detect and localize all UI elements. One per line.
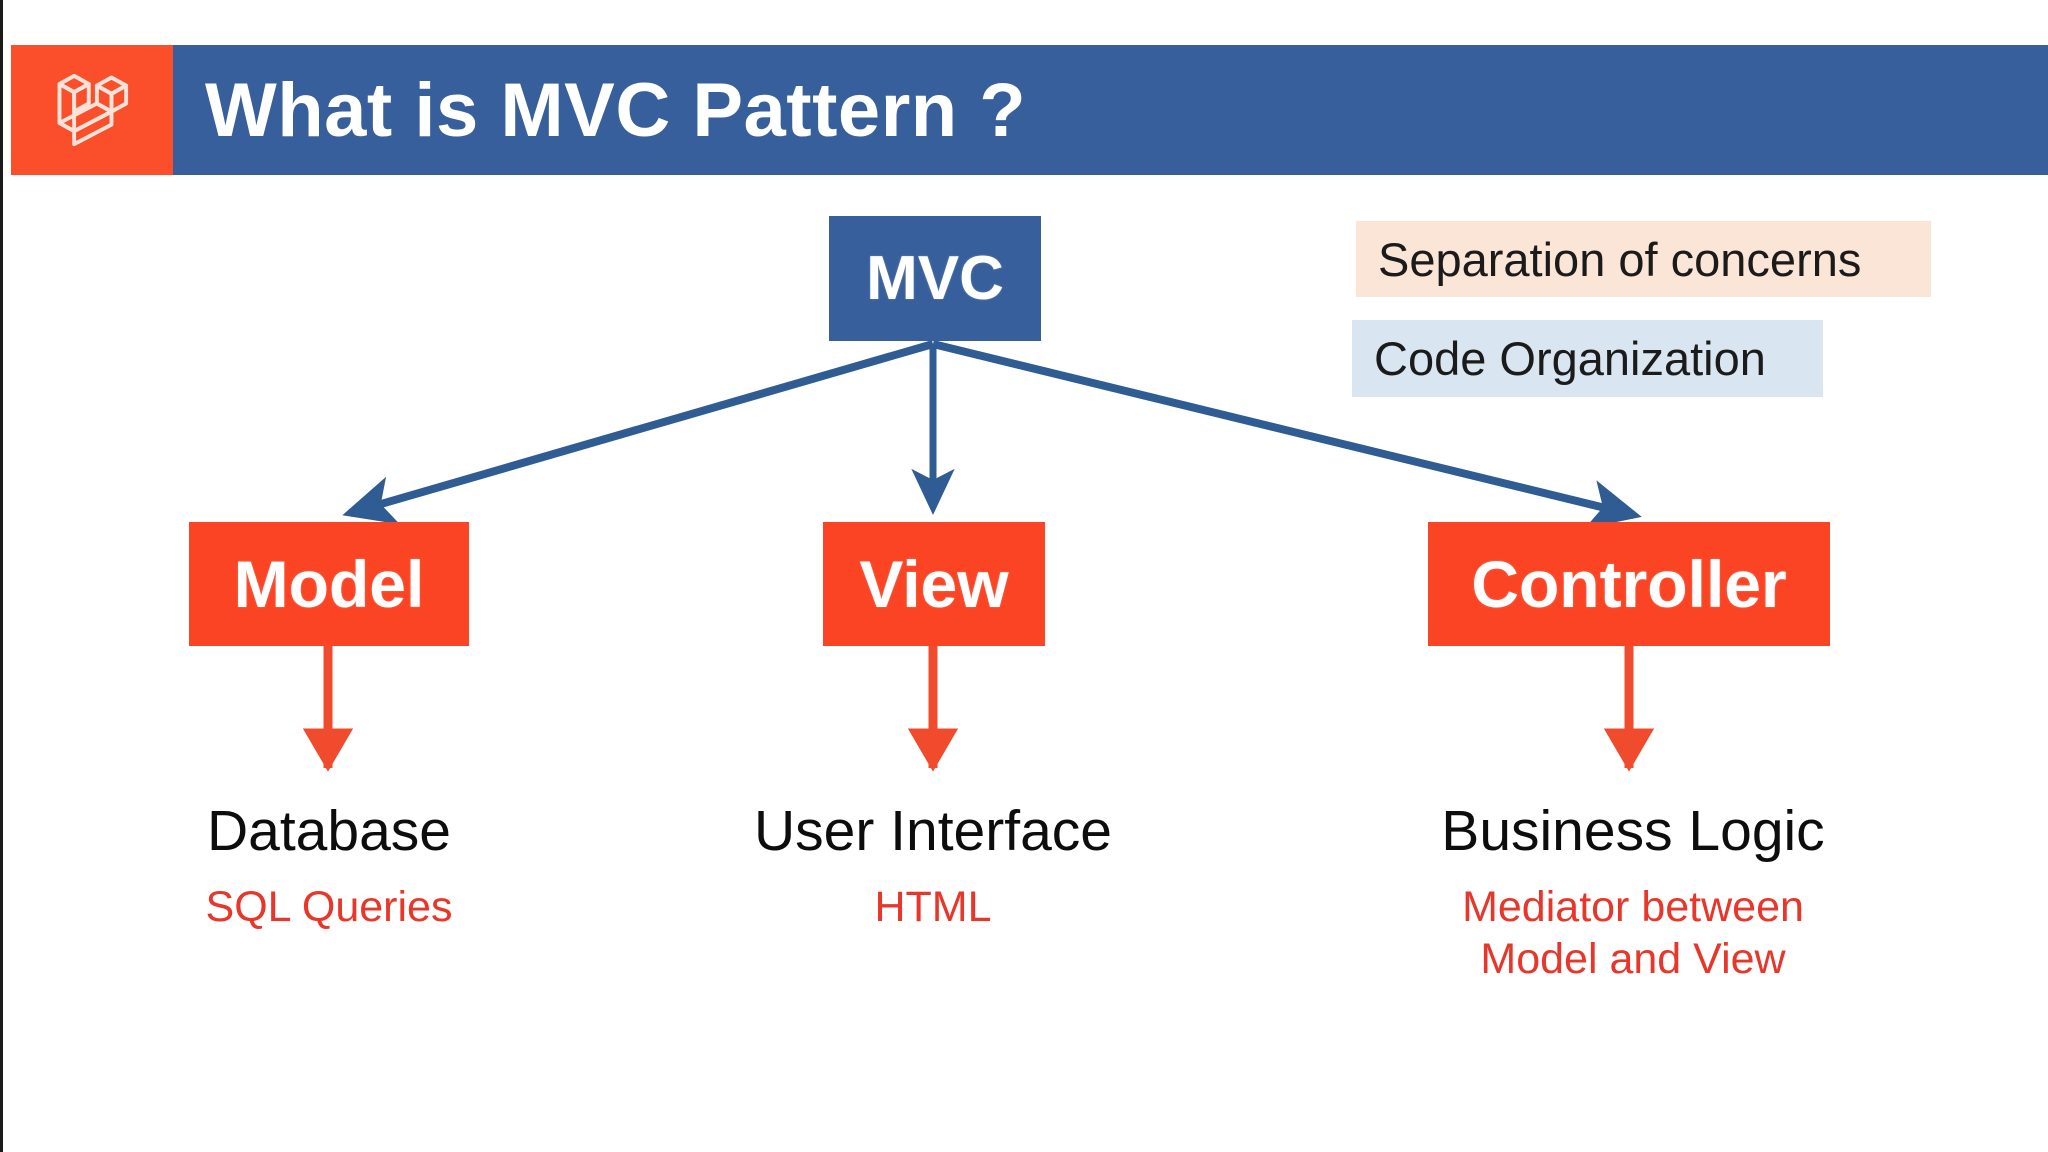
node-model[interactable]: Model (189, 522, 469, 646)
node-controller[interactable]: Controller (1428, 522, 1830, 646)
node-view[interactable]: View (823, 522, 1045, 646)
caption-controller-sub-line1: Mediator between (1462, 882, 1804, 931)
callout-code-organization: Code Organization (1352, 320, 1823, 397)
caption-model-main: Database (206, 799, 451, 863)
node-mvc[interactable]: MVC (829, 216, 1041, 341)
page-title: What is MVC Pattern ? (205, 67, 1027, 153)
caption-controller-sub: Mediator between Model and View (1398, 881, 1868, 986)
laravel-logo-tile (11, 45, 173, 175)
caption-group-controller: Business Logic Mediator between Model an… (1398, 800, 1868, 986)
caption-group-model: Database SQL Queries (99, 800, 559, 933)
header-banner: What is MVC Pattern ? (173, 45, 2048, 175)
caption-group-view: User Interface HTML (703, 800, 1163, 933)
caption-view-sub: HTML (874, 882, 992, 931)
callout-separation-of-concerns: Separation of concerns (1356, 221, 1931, 297)
caption-view-main: User Interface (754, 799, 1112, 863)
arrow-mvc-to-model (342, 340, 935, 525)
laravel-logo-icon (40, 58, 144, 162)
caption-controller-main: Business Logic (1441, 799, 1825, 863)
caption-controller-sub-line2: Model and View (1480, 935, 1786, 984)
caption-model-sub: SQL Queries (205, 882, 453, 931)
